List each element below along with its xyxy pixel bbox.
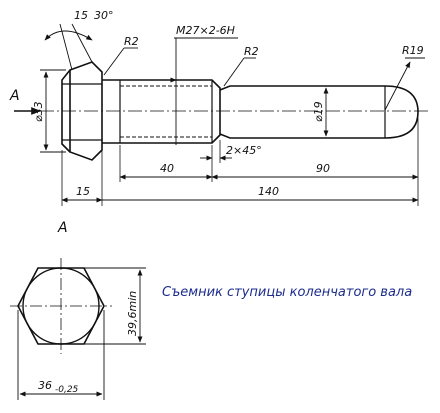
dim-shank-fillet xyxy=(223,57,256,87)
dim-head-fillet-label: R2 xyxy=(124,35,139,48)
dim-head-diameter-label: ⌀33 xyxy=(32,101,45,122)
dim-chamfer-angle: 30° xyxy=(94,9,114,22)
dim-extension-lines xyxy=(61,118,419,206)
dim-chamfer-width: 15 xyxy=(74,9,88,22)
drawing-caption: Съемник ступицы коленчатого вала xyxy=(162,285,413,300)
dim-end-radius-label: R19 xyxy=(402,44,424,57)
dim-across-corners-label: 39,6min xyxy=(126,291,139,336)
dim-shank-length-label: 90 xyxy=(316,162,330,175)
dim-total-length-label: 140 xyxy=(258,185,279,198)
head-face-left xyxy=(61,69,71,153)
dim-thread-label: M27×2-6H xyxy=(176,24,235,37)
dim-thread-length-label: 40 xyxy=(160,162,174,175)
dim-thread-chamfer-label: 2×45° xyxy=(226,144,262,157)
dim-shank-diameter-label: ⌀19 xyxy=(312,101,325,122)
view-arrow-label: A xyxy=(9,88,20,104)
dim-thread-length: 40 xyxy=(119,162,213,180)
dim-head-length: 15 xyxy=(61,185,103,203)
view-arrow-a: A xyxy=(9,88,41,115)
dim-across-flats-label: 36 xyxy=(38,379,52,392)
end-view-center-lines xyxy=(10,258,112,354)
dim-chamfer xyxy=(44,23,93,71)
shank-outline xyxy=(219,85,419,139)
bolt-side-view xyxy=(61,61,419,161)
dim-end-radius xyxy=(384,57,425,111)
dim-across-flats xyxy=(17,310,105,400)
dim-total-length: 140 xyxy=(102,185,419,203)
dim-thread-chamfer: 2×45° xyxy=(200,144,262,161)
dim-head-fillet xyxy=(103,47,138,76)
view-letter: A xyxy=(57,220,68,236)
dim-shank-fillet-label: R2 xyxy=(244,45,259,58)
dim-thread xyxy=(174,37,238,145)
threaded-section-outline xyxy=(102,79,221,144)
dim-across-flats-tolerance: -0,25 xyxy=(55,385,79,395)
dim-head-length-label: 15 xyxy=(76,185,90,198)
dim-shank-length: 90 xyxy=(211,162,419,180)
dim-across-corners xyxy=(84,267,146,345)
